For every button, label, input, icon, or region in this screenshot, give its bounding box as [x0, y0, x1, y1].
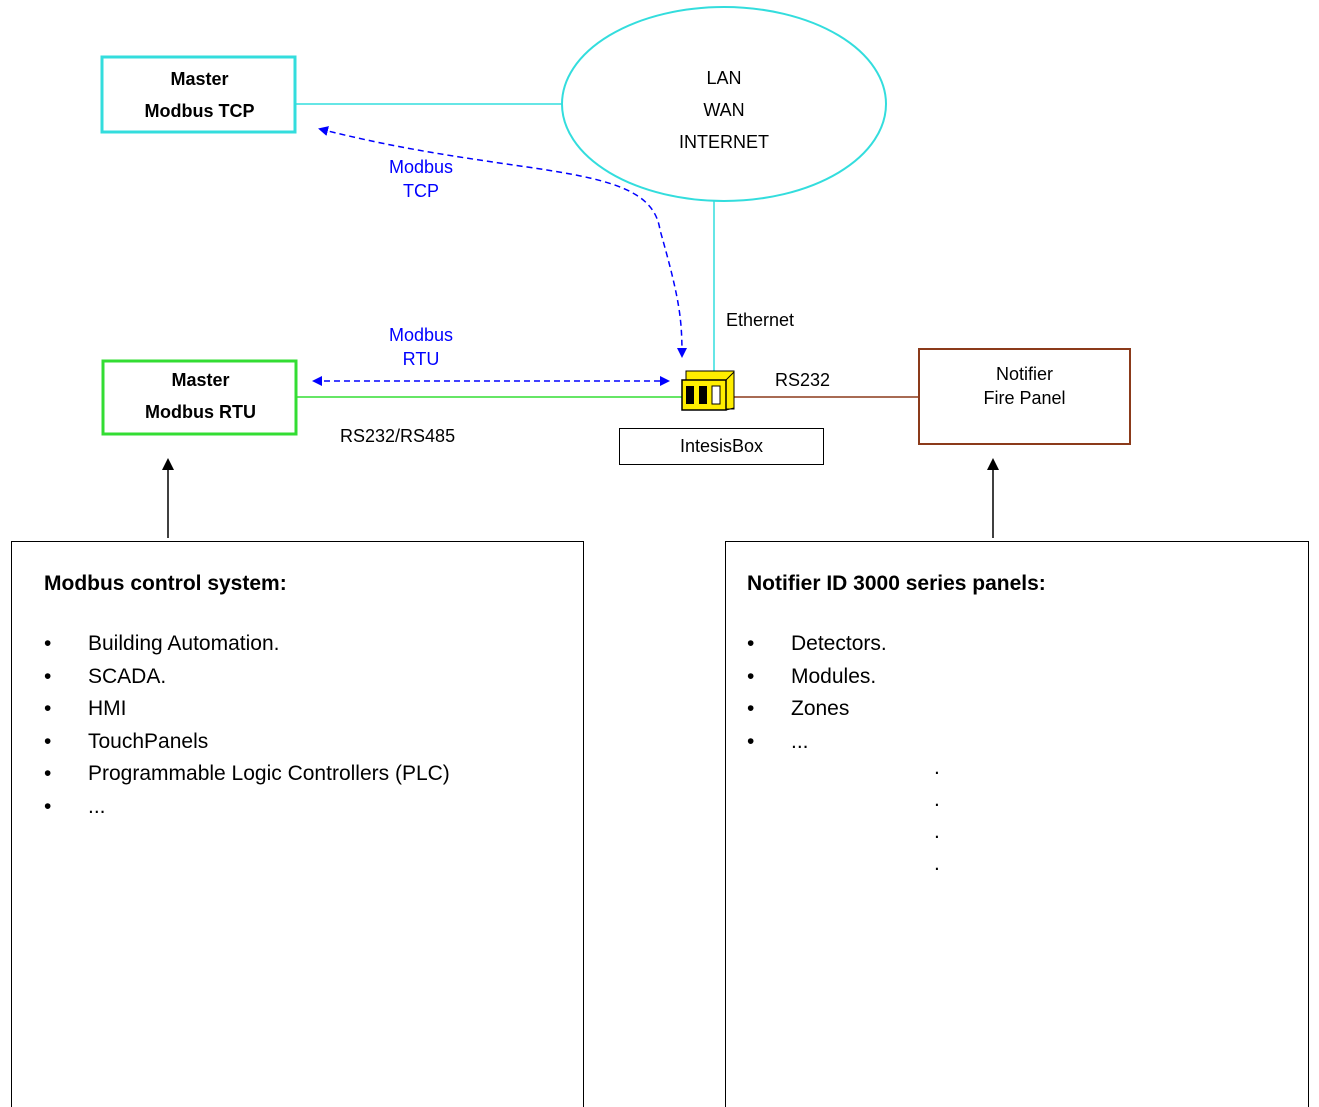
list-item: •Zones [747, 697, 850, 720]
modbus-panel-title: Modbus control system: [44, 572, 287, 595]
list-item: •... [747, 729, 809, 753]
ethernet-label: Ethernet [726, 310, 795, 330]
modbus-system-panel: Modbus control system: •Building Automat… [11, 541, 584, 1107]
master-modbus-tcp-box [100, 55, 297, 134]
master-rtu-label: Master Modbus RTU [145, 370, 256, 422]
intesisbox-device-icon [681, 370, 735, 411]
list-item: •Programmable Logic Controllers (PLC) [44, 762, 450, 785]
rs232-label: RS232 [775, 370, 831, 390]
fire-panel-label: Notifier Fire Panel [983, 364, 1066, 408]
dot: . [934, 788, 940, 811]
modbus-rtu-label: Modbus RTU [388, 325, 454, 369]
list-item: •... [44, 794, 106, 818]
continuation-dots: . . . . [934, 752, 940, 880]
network-label: LAN WAN INTERNET [679, 68, 769, 152]
list-item: •SCADA. [44, 664, 167, 688]
master-modbus-rtu-box [101, 359, 298, 436]
intesisbox-label: IntesisBox [619, 428, 824, 465]
list-item: •TouchPanels [44, 729, 209, 753]
dot: . [934, 852, 940, 875]
fire-panel-box [918, 348, 1131, 445]
notifier-panel-title: Notifier ID 3000 series panels: [747, 572, 1046, 595]
modbus-tcp-label: Modbus TCP [388, 157, 454, 201]
master-tcp-label: Master Modbus TCP [144, 69, 255, 121]
modbus-tcp-arrow [318, 126, 687, 358]
modbus-panel-list: •Building Automation. •SCADA. •HMI •Touc… [44, 628, 450, 823]
rs232-rs485-label: RS232/RS485 [340, 426, 456, 446]
dot: . [934, 756, 940, 779]
notifier-series-panel: Notifier ID 3000 series panels: •Detecto… [725, 541, 1309, 1107]
list-item: •HMI [44, 697, 127, 720]
list-item: •Building Automation. [44, 632, 280, 655]
list-item: •Detectors. [747, 632, 887, 655]
notifier-panel-list: •Detectors. •Modules. •Zones •... [747, 628, 887, 758]
list-item: •Modules. [747, 664, 877, 688]
dot: . [934, 820, 940, 843]
